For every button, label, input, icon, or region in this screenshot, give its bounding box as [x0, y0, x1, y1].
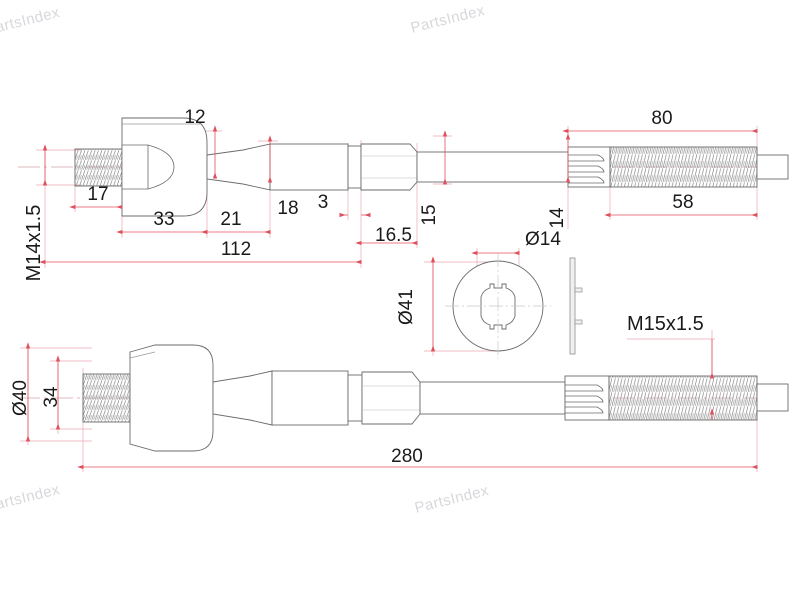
dim-label-21: 21: [220, 209, 241, 230]
dim-label-80: 80: [651, 108, 672, 129]
dim-label-washer-id: Ø14: [525, 229, 561, 250]
bottom-view-geometry: [18, 330, 789, 472]
dim-label-33: 33: [153, 209, 174, 230]
dim-label-18: 18: [277, 198, 298, 219]
dim-label-280: 280: [391, 446, 423, 467]
dim-label-m14x15: M14x1.5: [23, 205, 45, 282]
serration-collar-bottom: [564, 375, 610, 421]
dim-label-16p5: 16.5: [375, 225, 412, 246]
dim-label-17: 17: [87, 184, 108, 205]
dim-label-3: 3: [318, 192, 329, 213]
dim-label-washer-od: Ø41: [396, 289, 417, 325]
dim-label-12: 12: [184, 107, 205, 128]
top-view-geometry: [18, 117, 789, 217]
dim-label-14: 14: [547, 207, 568, 229]
washer-detail-geometry: [424, 248, 583, 359]
dim-label-m15x15: M15x1.5: [627, 313, 704, 335]
dim-label-15: 15: [419, 204, 440, 225]
dimension-labels: M14x1.5 17 33 21 112 12 18 3 16.5 15 14 …: [10, 107, 704, 467]
dim-label-58: 58: [672, 192, 693, 213]
dim-label-112: 112: [221, 239, 251, 260]
dim-label-dia40: Ø40: [10, 380, 31, 416]
serration-collar-top: [567, 146, 611, 188]
dim-label-34: 34: [41, 386, 62, 408]
dimension-lines: [25, 125, 758, 470]
